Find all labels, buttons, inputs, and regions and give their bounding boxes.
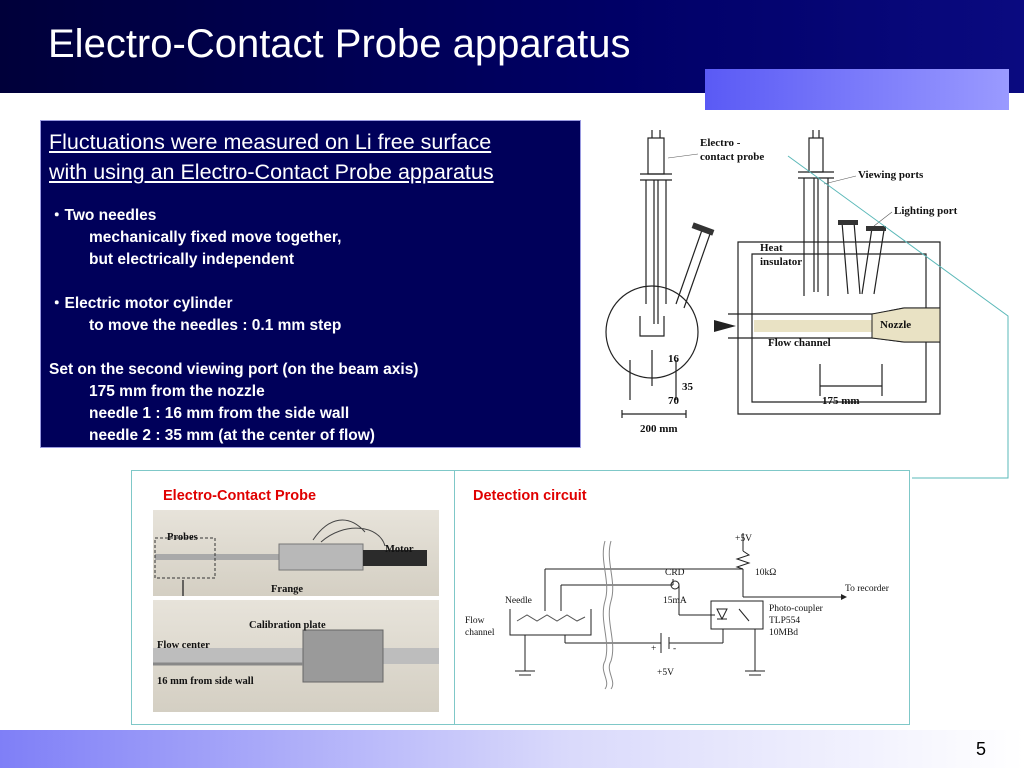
circuit-battery-plus: + [651,644,656,654]
circuit-battery-minus: - [673,644,676,654]
heading-line-2: with using an Electro-Contact Probe appa… [49,160,494,184]
label-viewing-ports: Viewing ports [858,169,924,181]
left-probe-head [647,137,665,175]
dim-16: 16 [668,353,680,365]
dim-175: 175 mm [822,395,860,407]
item3-title: Set on the second viewing port (on the b… [49,361,419,378]
dim-35: 35 [682,381,694,393]
circuit-photocoupler-2: TLP554 [769,616,800,626]
label-heat-2: insulator [760,256,802,268]
description-box: Fluctuations were measured on Li free su… [40,120,581,448]
circuit-crd-current: 15mA [663,596,687,606]
bottom-bar [0,730,1024,768]
circuit-plus5v-top: +5V [735,534,752,544]
photo1-motor: Motor [385,544,414,555]
label-probe-1: Electro - [700,137,741,149]
label-flow-channel: Flow channel [768,337,831,349]
probe-caption: Electro-Contact Probe [163,488,317,504]
photo1-frange: Frange [271,584,303,595]
circuit-flow-1: Flow [465,616,485,626]
circuit-caption: Detection circuit [473,488,587,504]
photo-circuit-panel: Electro-Contact Probe Detection circuit … [131,470,910,725]
page-number: 5 [975,739,986,759]
circuit-to-recorder: To recorder [845,584,890,594]
item3-line2: needle 1 : 16 mm from the side wall [89,405,350,422]
circuit-photocoupler-3: 10MBd [769,628,798,638]
detection-circuit: +5V CRD 15mA 10kΩ To recorder Needle Flo… [465,533,890,690]
apparatus-diagram: Electro - contact probe Viewing ports Li… [605,130,958,435]
label-probe-2: contact probe [700,151,764,163]
circuit-needle: Needle [505,596,532,606]
circuit-crd: CRD [665,568,685,578]
item1-line1: mechanically fixed move together, [89,229,342,246]
item3-line1: 175 mm from the nozzle [89,383,265,400]
photo2-flow-center: Flow center [157,640,210,651]
label-lighting-port: Lighting port [894,205,958,217]
description-heading: Fluctuations were measured on Li free su… [49,127,494,187]
heading-line-1: Fluctuations were measured on Li free su… [49,130,492,154]
item2-line1: to move the needles : 0.1 mm step [89,317,342,334]
item1-title: ・Two needles [49,207,157,224]
photo1-probes: Probes [167,532,198,543]
right-probe-head [808,137,824,173]
circuit-photocoupler-1: Photo-coupler [769,604,824,614]
description-body: ・Two needles mechanically fixed move tog… [49,205,418,447]
item3-line3: needle 2 : 35 mm (at the center of flow) [89,427,375,444]
dim-200: 200 mm [640,423,678,435]
slide-title: Electro-Contact Probe apparatus [48,22,631,66]
photo2-side-wall: 16 mm from side wall [157,676,254,687]
title-accent-block [705,69,1009,110]
circuit-resistor: 10kΩ [755,568,776,578]
panel-divider [454,471,455,724]
dim-70: 70 [668,395,680,407]
item1-line2: but electrically independent [89,251,294,268]
item2-title: ・Electric motor cylinder [49,295,233,312]
label-nozzle: Nozzle [880,319,911,331]
circuit-plus5v-bottom: +5V [657,668,674,678]
probe-photo: Probes Motor Frange [153,510,439,596]
circuit-flow-2: channel [465,628,495,638]
calibration-photo: Calibration plate Flow center 16 mm from… [153,600,439,712]
photo2-calibration: Calibration plate [249,620,326,631]
label-heat-1: Heat [760,242,783,254]
